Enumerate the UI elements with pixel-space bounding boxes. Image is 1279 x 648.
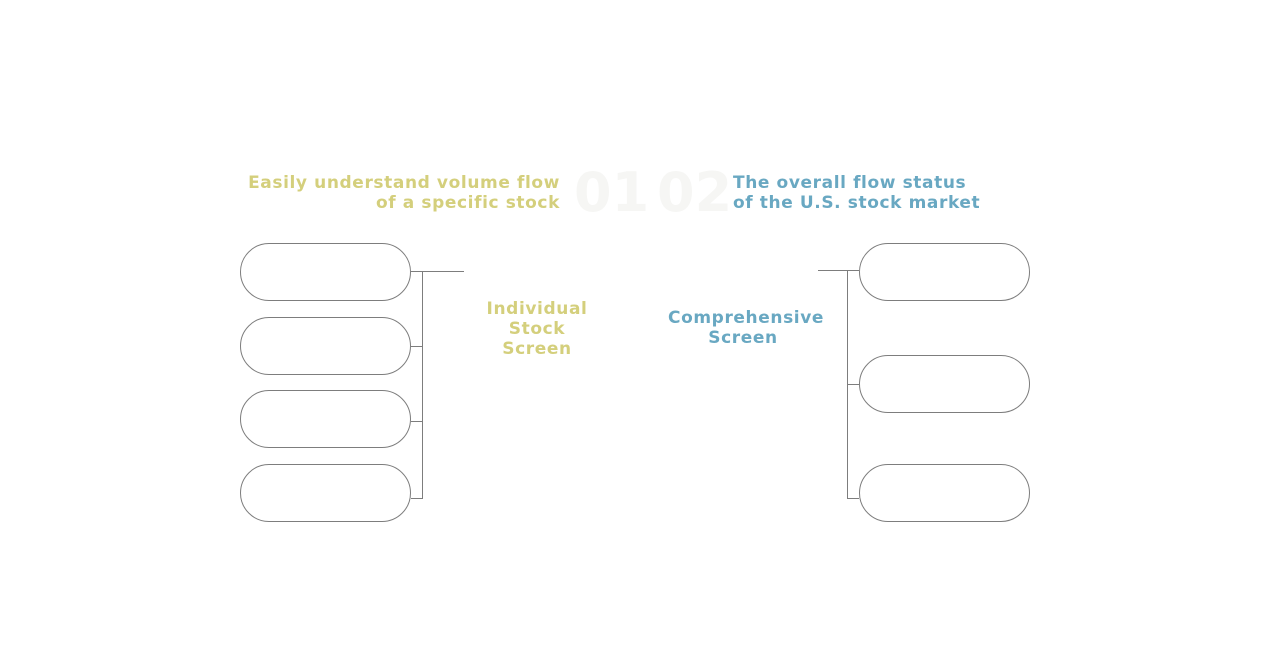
individual-stock-screen-title: Individual Stock Screen <box>462 299 612 359</box>
left-tagline-line-2: of a specific stock <box>375 193 560 213</box>
left-item-4 <box>240 464 411 522</box>
right-title-line-1: Comprehensive <box>668 308 825 328</box>
left-branch-2 <box>411 346 423 347</box>
comprehensive-screen-title: Comprehensive Screen <box>668 308 825 348</box>
right-tagline-line-1: The overall flow status <box>733 173 967 193</box>
right-tagline: The overall flow status of the U.S. stoc… <box>733 173 980 213</box>
left-title-line-1: Individual <box>486 299 588 319</box>
right-tagline-line-2: of the U.S. stock market <box>733 193 981 213</box>
left-item-2 <box>240 317 411 375</box>
right-item-2 <box>859 355 1030 413</box>
section-number-01: 01 <box>574 161 650 224</box>
left-item-1 <box>240 243 411 301</box>
right-top-connector <box>818 270 859 271</box>
left-title-line-3: Screen <box>502 339 572 359</box>
right-item-3 <box>859 464 1030 522</box>
left-tagline: Easily understand volume flow of a speci… <box>248 173 560 213</box>
left-title-line-2: Stock <box>508 319 566 339</box>
left-branch-4 <box>411 498 423 499</box>
right-item-1 <box>859 243 1030 301</box>
left-tagline-line-1: Easily understand volume flow <box>248 173 560 193</box>
right-branch-2 <box>847 384 859 385</box>
left-top-connector <box>411 271 464 272</box>
right-branch-3 <box>847 498 859 499</box>
left-vertical-connector <box>422 271 423 499</box>
section-number-02: 02 <box>657 161 733 224</box>
right-title-line-2: Screen <box>708 328 778 348</box>
left-item-3 <box>240 390 411 448</box>
left-branch-3 <box>411 421 423 422</box>
